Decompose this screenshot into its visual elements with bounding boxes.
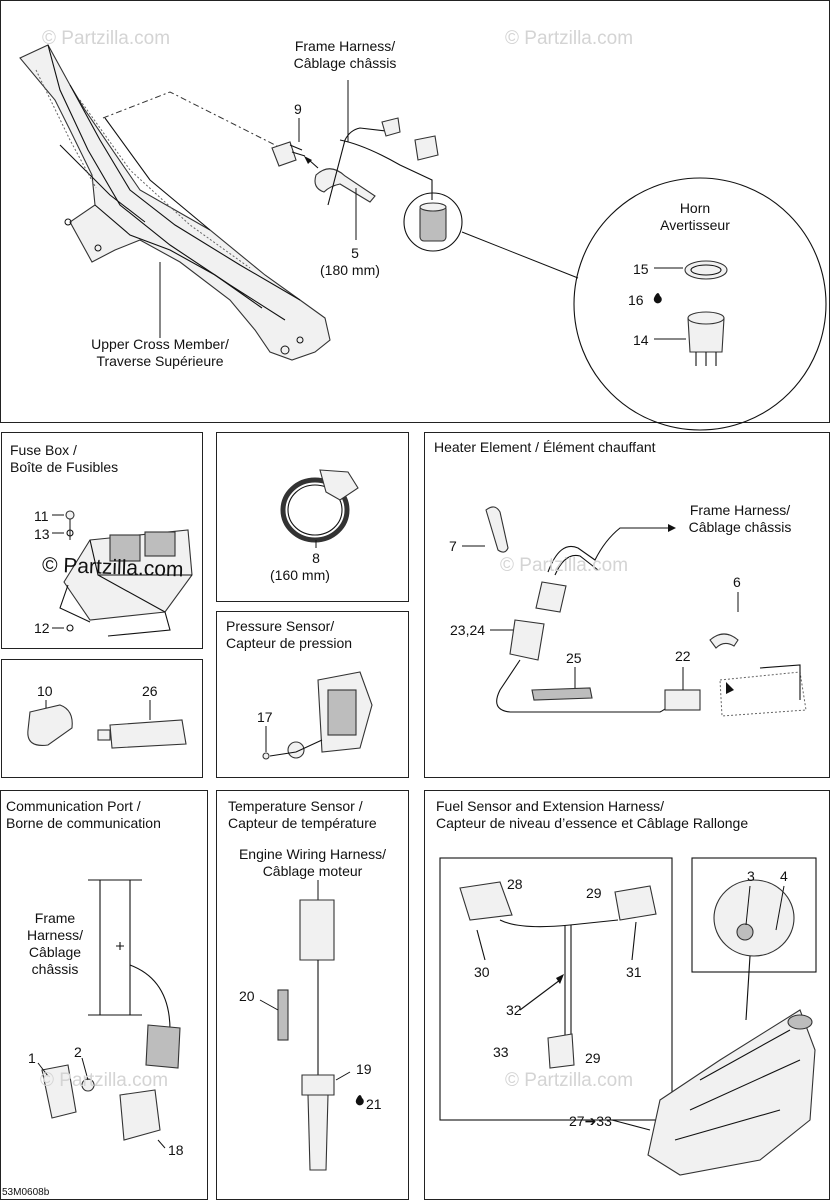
callout-14: 14 xyxy=(633,332,649,348)
panel-heater-element xyxy=(424,432,830,778)
comm-port-title: Communication Port / Borne de communicat… xyxy=(6,798,161,831)
fuel-title: Fuel Sensor and Extension Harness/ Capte… xyxy=(436,798,749,831)
label-upper-cross-member: Upper Cross Member/ Traverse Supérieure xyxy=(91,336,229,369)
consumables-drawing xyxy=(27,700,187,749)
callout-20: 20 xyxy=(239,988,255,1004)
comm-port-drawing xyxy=(37,879,181,1149)
label-frame-harness-heater: Frame Harness/ Câblage châssis xyxy=(688,502,792,535)
label-engine-wiring-harness: Engine Wiring Harness/ Câblage moteur xyxy=(238,846,387,879)
callout-13: 13 xyxy=(34,526,50,542)
label-horn: Horn Avertisseur xyxy=(660,200,730,233)
callout-4: 4 xyxy=(780,868,788,884)
watermark: © Partzilla.com xyxy=(42,28,171,49)
screw-9-drawing xyxy=(271,118,319,169)
callout-8: 8 xyxy=(312,550,320,566)
upper-cross-member-drawing xyxy=(19,44,331,361)
label-frame-harness-comm: Frame Harness/ Câblage châssis xyxy=(26,910,84,977)
panel-communication-port xyxy=(0,790,208,1200)
callout-31: 31 xyxy=(626,964,642,980)
callout-15: 15 xyxy=(633,261,649,277)
temperature-title: Temperature Sensor / Capteur de températ… xyxy=(228,798,377,831)
callout-25: 25 xyxy=(566,650,582,666)
watermark: © Partzilla.com xyxy=(505,1070,634,1091)
fuel-sensor-drawing xyxy=(439,857,817,1176)
callout-5-size: (180 mm) xyxy=(320,262,380,278)
callout-3: 3 xyxy=(747,868,755,884)
callout-21: 21 xyxy=(366,1096,382,1112)
heater-title: Heater Element / Élément chauffant xyxy=(434,439,656,455)
watermark: © Partzilla.com xyxy=(500,555,629,576)
callout-27-33: 27➔33 xyxy=(569,1113,612,1129)
callout-6: 6 xyxy=(733,574,741,590)
callout-30: 30 xyxy=(474,964,490,980)
callout-8-size: (160 mm) xyxy=(270,567,330,583)
fuse-box-title: Fuse Box / Boîte de Fusibles xyxy=(10,442,119,475)
callout-11: 11 xyxy=(34,508,49,524)
callout-33: 33 xyxy=(493,1044,509,1060)
hose-clamp-8-drawing xyxy=(280,469,359,548)
callout-7: 7 xyxy=(449,538,457,554)
callout-1: 1 xyxy=(28,1050,36,1066)
callout-19: 19 xyxy=(356,1061,372,1077)
callout-22: 22 xyxy=(675,648,691,664)
cable-tie-5-drawing xyxy=(314,168,376,240)
callout-17: 17 xyxy=(257,709,273,725)
callout-16: 16 xyxy=(628,292,644,308)
watermark: © Partzilla.com xyxy=(505,28,634,49)
panel-pressure-sensor xyxy=(216,611,409,778)
pressure-sensor-drawing xyxy=(262,671,373,760)
callout-23-24: 23,24 xyxy=(450,622,486,638)
callout-28: 28 xyxy=(507,876,523,892)
callout-12: 12 xyxy=(34,620,50,636)
panel-consumables xyxy=(1,659,203,778)
callout-29-lower: 29 xyxy=(585,1050,601,1066)
callout-32: 32 xyxy=(506,1002,522,1018)
label-frame-harness-top: Frame Harness/ Câblage châssis xyxy=(293,38,397,71)
horn-callout-drawing xyxy=(403,177,827,431)
callout-5: 5 xyxy=(351,245,359,261)
panel-hose-clamp xyxy=(216,432,409,602)
heater-element-drawing xyxy=(462,506,807,717)
frame-harness-top-drawing xyxy=(327,80,439,206)
temperature-sensor-drawing xyxy=(259,880,364,1171)
callout-18: 18 xyxy=(168,1142,184,1158)
fuse-box-drawing xyxy=(52,510,193,637)
callout-29: 29 xyxy=(586,885,602,901)
watermark: © Partzilla.com xyxy=(41,553,184,582)
watermark: © Partzilla.com xyxy=(40,1070,169,1091)
callout-10: 10 xyxy=(37,683,53,699)
drawing-code: 53M0608b xyxy=(2,1187,50,1198)
callout-9: 9 xyxy=(294,101,302,117)
callout-26: 26 xyxy=(142,683,158,699)
pressure-title: Pressure Sensor/ Capteur de pression xyxy=(226,618,353,651)
callout-2: 2 xyxy=(74,1044,82,1060)
